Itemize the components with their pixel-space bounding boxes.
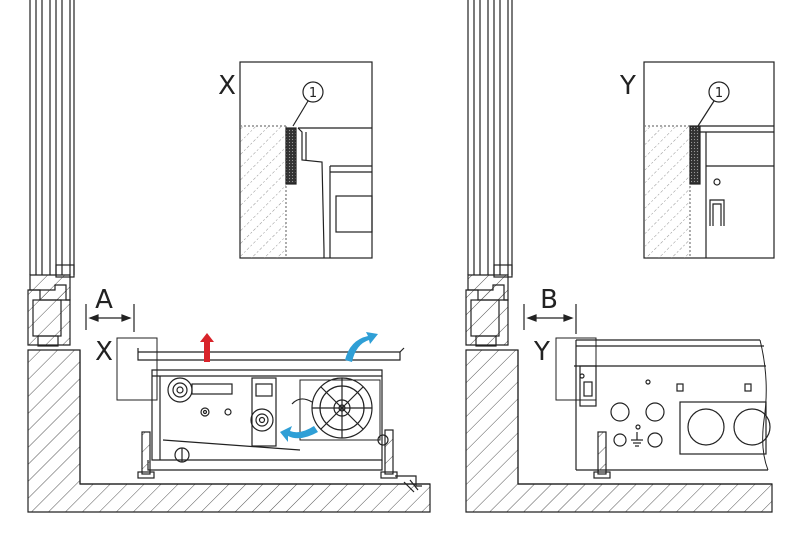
dimension-a-label: A xyxy=(95,285,113,315)
marker-y-label: Y xyxy=(533,337,550,367)
dimension-b: B xyxy=(523,285,577,334)
dimension-a: A xyxy=(85,285,135,332)
detail-y-title: Y xyxy=(619,71,636,101)
detail-x: 1 X xyxy=(218,61,373,259)
marker-x: X xyxy=(95,337,158,401)
fan-icon xyxy=(291,377,389,446)
left-fancoil-unit xyxy=(137,347,422,493)
left-diagram: A X xyxy=(27,0,431,513)
dimension-b-label: B xyxy=(540,285,558,315)
callout-1-right: 1 xyxy=(715,86,723,101)
right-fancoil-unit xyxy=(574,339,771,479)
left-window-frame xyxy=(29,0,75,301)
left-wall-floor xyxy=(27,349,431,513)
marker-x-label: X xyxy=(95,337,113,367)
detail-y: 1 Y xyxy=(619,61,775,259)
right-sill-profile xyxy=(465,284,509,347)
right-window-frame xyxy=(467,0,513,301)
valve-icon xyxy=(167,377,274,432)
detail-x-title: X xyxy=(218,71,236,101)
right-wall-floor xyxy=(465,349,773,513)
ground-symbol-icon xyxy=(631,432,643,447)
left-sill-profile xyxy=(27,284,71,347)
right-diagram: B Y xyxy=(465,0,773,513)
callout-1-left: 1 xyxy=(309,86,317,101)
airflow-arrow-icon xyxy=(200,332,378,442)
